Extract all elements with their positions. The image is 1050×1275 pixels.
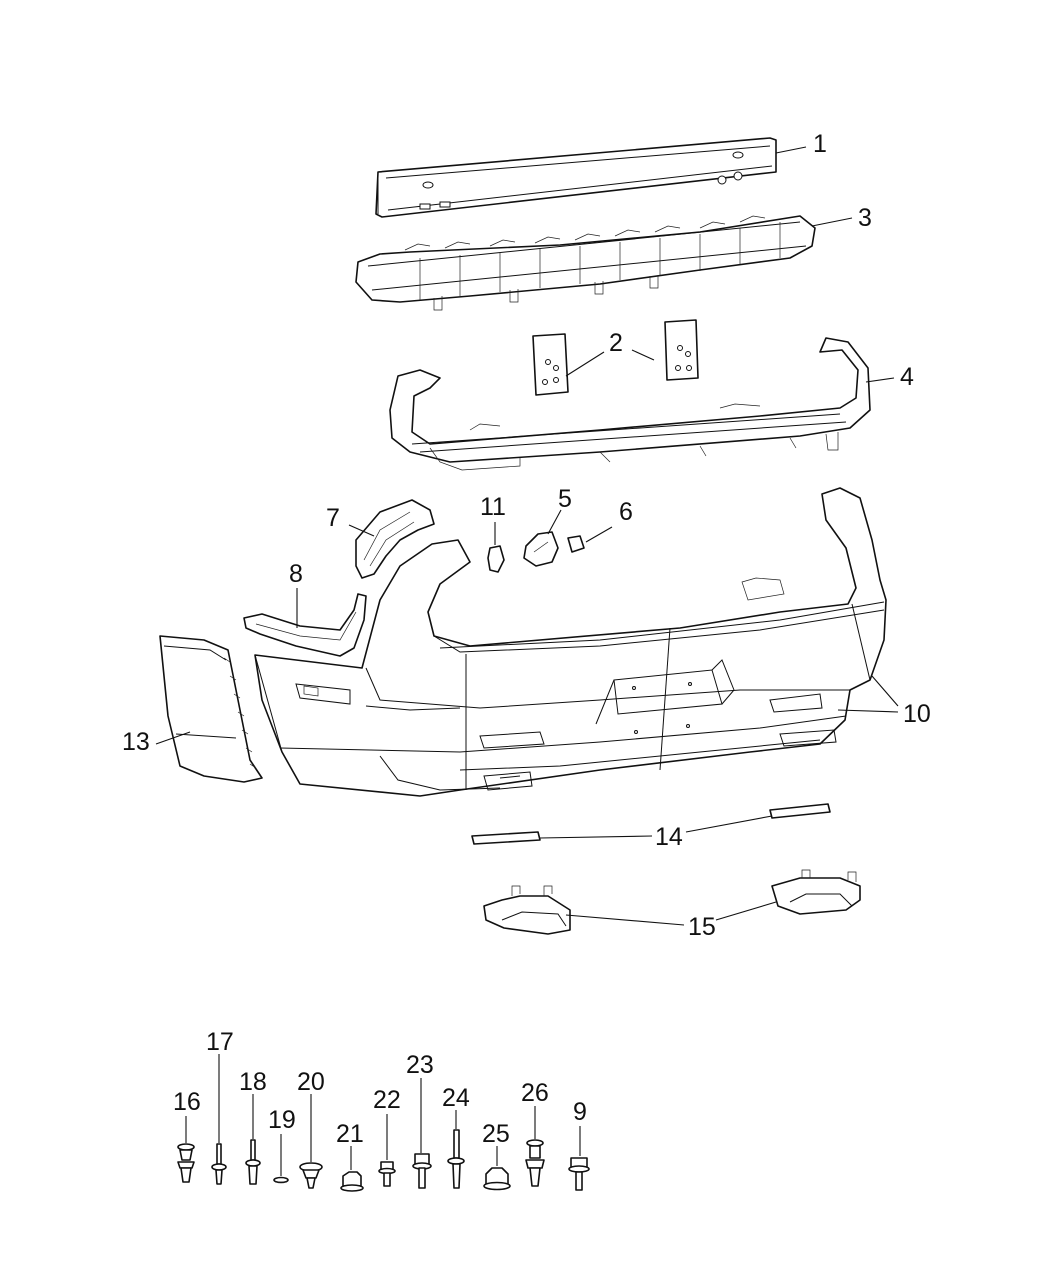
callout-19: 19 <box>268 1106 296 1134</box>
callout-4: 4 <box>900 363 914 391</box>
callout-22: 22 <box>373 1086 401 1114</box>
callout-6: 6 <box>619 498 633 526</box>
callout-16: 16 <box>173 1088 201 1116</box>
part-7-bracket <box>355 499 435 579</box>
leader-6 <box>585 526 613 543</box>
fastener-16-push-pin <box>177 1143 195 1183</box>
fastener-24-stud <box>447 1129 465 1189</box>
callout-17: 17 <box>206 1028 234 1056</box>
callout-5: 5 <box>558 485 572 513</box>
leader-7 <box>348 524 375 537</box>
fastener-26-push-fastener <box>525 1139 545 1187</box>
fastener-23-bolt <box>412 1153 432 1189</box>
leader-15 <box>565 901 777 926</box>
callout-13: 13 <box>122 728 150 756</box>
part-4-fascia-support <box>389 337 871 471</box>
fastener-17-pin <box>211 1143 227 1185</box>
callout-14: 14 <box>655 823 683 851</box>
callout-26: 26 <box>521 1079 549 1107</box>
callout-9: 9 <box>573 1098 587 1126</box>
leader-4 <box>865 377 895 383</box>
part-15-exhaust-tip-right <box>771 869 861 915</box>
leader-3 <box>811 217 853 227</box>
callout-24: 24 <box>442 1084 470 1112</box>
fastener-20-push-fastener <box>299 1162 323 1189</box>
callout-3: 3 <box>858 204 872 232</box>
callout-20: 20 <box>297 1068 325 1096</box>
part-14-reflector-right <box>769 803 831 819</box>
callout-11: 11 <box>480 493 506 521</box>
callout-18: 18 <box>239 1068 267 1096</box>
part-13-side-trim <box>159 635 263 783</box>
part-6-clip <box>567 535 585 553</box>
part-2-bracket-right <box>664 319 699 381</box>
callout-15: 15 <box>688 913 716 941</box>
part-1-reinforcement-beam <box>375 137 777 218</box>
part-3-energy-absorber <box>355 215 816 311</box>
part-5-clip <box>523 531 559 567</box>
leader-10 <box>837 675 899 713</box>
leader-14 <box>539 815 773 839</box>
callout-8: 8 <box>289 560 303 588</box>
part-2-bracket-left <box>532 333 569 396</box>
fastener-25-nut <box>483 1167 511 1191</box>
fastener-21-nut <box>340 1171 364 1192</box>
callout-2: 2 <box>609 329 623 357</box>
part-14-reflector-left <box>471 831 541 845</box>
leader-1 <box>775 146 807 154</box>
callout-23: 23 <box>406 1051 434 1079</box>
callout-10: 10 <box>903 700 931 728</box>
callout-7: 7 <box>326 504 340 532</box>
callout-21: 21 <box>336 1120 364 1148</box>
leader-13 <box>155 731 191 745</box>
part-15-exhaust-tip-left <box>483 885 571 935</box>
callout-1: 1 <box>813 130 827 158</box>
leader-2 <box>565 349 655 377</box>
fastener-19-clip <box>273 1176 289 1184</box>
leader-5 <box>547 509 562 535</box>
part-8-bracket <box>243 593 367 657</box>
fastener-9-bolt <box>568 1157 590 1191</box>
part-10-bumper-fascia <box>254 487 887 797</box>
callout-25: 25 <box>482 1120 510 1148</box>
fastener-18-rivet <box>245 1139 261 1185</box>
fastener-22-bolt <box>378 1161 396 1187</box>
part-11-clip <box>487 545 505 573</box>
